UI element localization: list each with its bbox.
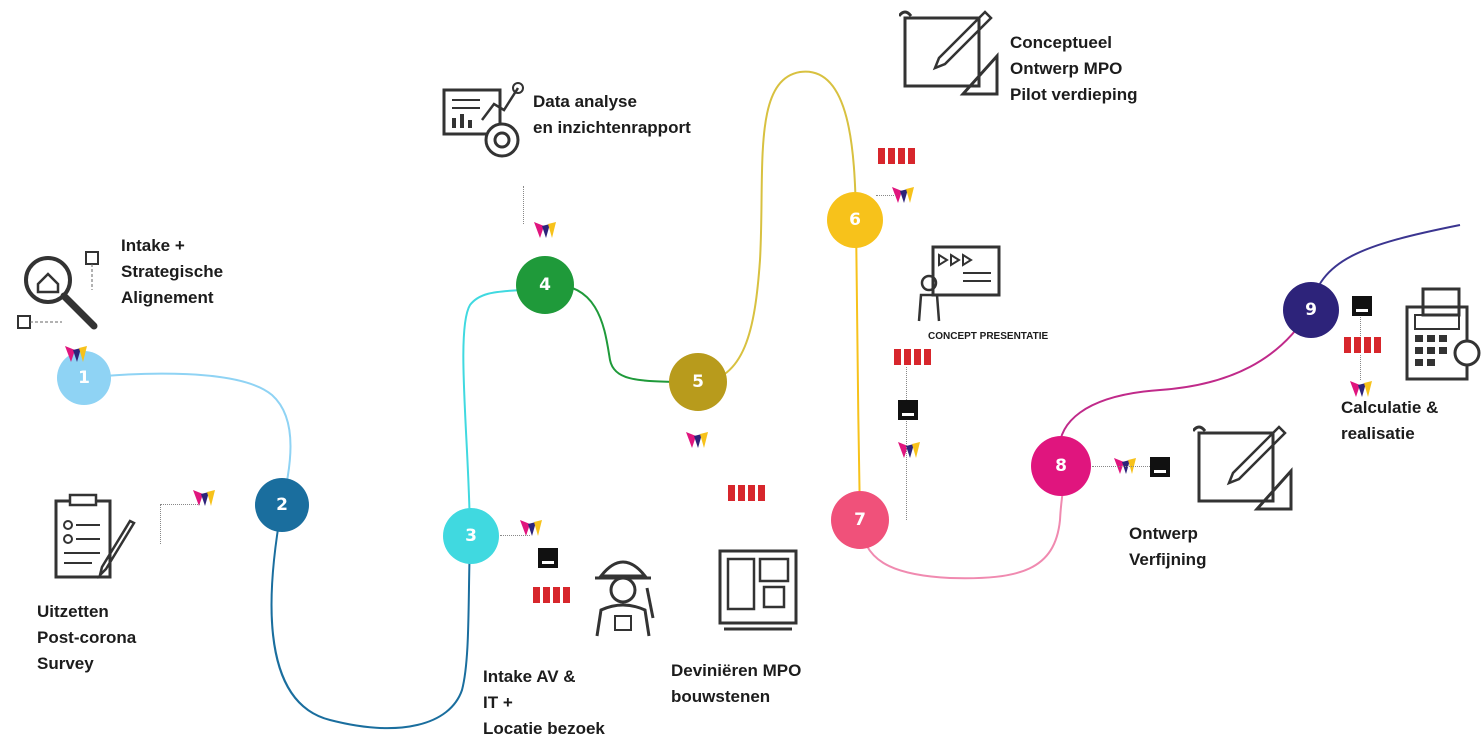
path-1-2 — [83, 372, 292, 506]
step-label-9: Calculatie & realisatie — [1341, 398, 1439, 443]
step-label-5: Deviniëren MPO bouwstenen — [671, 661, 802, 706]
brand-logo-marker — [1350, 381, 1372, 397]
path-5-6 — [697, 70, 857, 384]
path-3-4 — [462, 284, 546, 541]
module-blocks — [1343, 336, 1382, 354]
step-node-9: 9 — [1283, 282, 1339, 338]
path-7-8 — [859, 464, 1067, 580]
brand-logo-marker — [898, 442, 920, 458]
dotted-connector — [523, 186, 524, 224]
dotted-connector — [500, 535, 530, 536]
survey-clipboard-icon — [54, 493, 136, 580]
step-node-7: 7 — [831, 491, 889, 549]
step-label-7: CONCEPT PRESENTATIE — [928, 331, 1049, 342]
dotted-connector — [906, 350, 907, 520]
step-label-1: Intake + Strategische Alignement — [121, 236, 224, 307]
data-report-icon — [442, 82, 524, 158]
path-6-7 — [855, 219, 861, 521]
step-label-8: Ontwerp Verfijning — [1129, 524, 1207, 569]
device-box — [898, 400, 918, 420]
blueprint-pencil-icon — [899, 10, 999, 96]
step-node-2: 2 — [255, 478, 309, 532]
path-8-9 — [1058, 309, 1311, 466]
brand-logo-marker — [534, 222, 556, 238]
step-node-4: 4 — [516, 256, 574, 314]
dotted-connector — [1092, 466, 1152, 467]
step-node-3: 3 — [443, 508, 499, 564]
path-2-3 — [270, 504, 471, 730]
device-box — [1150, 457, 1170, 477]
path-4-5 — [544, 283, 699, 384]
worker-icon — [595, 560, 655, 637]
module-blocks — [532, 586, 571, 604]
device-box — [538, 548, 558, 568]
brand-logo-marker — [193, 490, 215, 506]
brand-logo-marker — [892, 187, 914, 203]
dotted-connector — [160, 504, 200, 505]
presentation-icon — [917, 245, 1001, 322]
module-blocks — [877, 147, 916, 165]
step-label-2: Uitzetten Post-corona Survey — [37, 602, 137, 673]
module-blocks — [727, 484, 766, 502]
house-search-icon — [17, 251, 99, 330]
module-blocks — [893, 348, 932, 366]
step-node-1: 1 — [57, 351, 111, 405]
dotted-connector — [160, 504, 161, 544]
brand-logo-marker — [65, 346, 87, 362]
step-node-8: 8 — [1031, 436, 1091, 496]
calculator-icon — [1405, 287, 1481, 381]
step-label-6: Conceptueel Ontwerp MPO Pilot verdieping — [1010, 33, 1138, 104]
blueprint-pencil-icon — [1193, 425, 1293, 511]
cabinet-blueprint-icon — [718, 549, 798, 631]
step-label-4: Data analyse en inzichtenrapport — [533, 92, 691, 137]
step-node-5: 5 — [669, 353, 727, 411]
brand-logo-marker — [686, 432, 708, 448]
dotted-connector — [876, 195, 896, 196]
device-box — [1352, 296, 1372, 316]
step-label-3: Intake AV & IT + Locatie bezoek — [483, 667, 605, 738]
step-node-6: 6 — [827, 192, 883, 248]
brand-logo-marker — [520, 520, 542, 536]
